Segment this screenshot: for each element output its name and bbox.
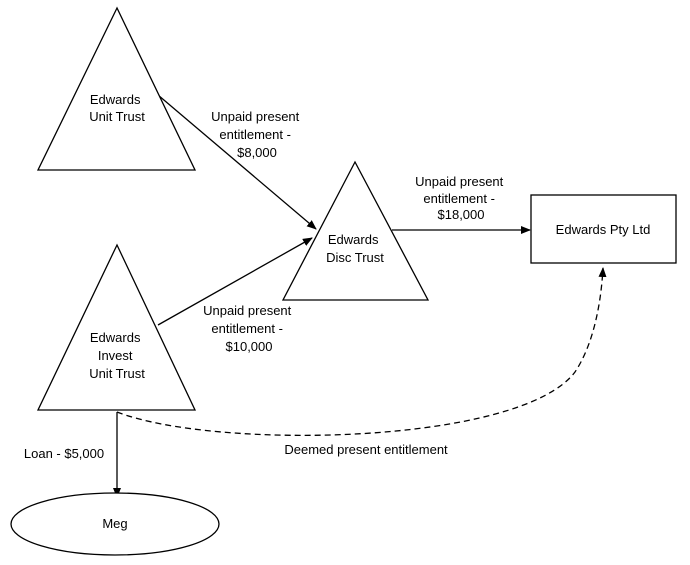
edge-unit-to-disc (157, 94, 317, 230)
edwards-unit-trust-node (36, 6, 197, 171)
edwards-disc-trust-label: Edwards Disc Trust (326, 232, 384, 265)
meg-label: Meg (102, 516, 127, 531)
edwards-unit-trust-label: Edwards Unit Trust (89, 92, 145, 124)
edge-label-disc-to-pty: Unpaid present entitlement - $18,000 (415, 174, 507, 222)
edwards-pty-ltd-label: Edwards Pty Ltd (556, 222, 651, 237)
meg-node (10, 492, 220, 556)
edge-label-unit-to-disc: Unpaid present entitlement - $8,000 (211, 109, 303, 160)
edge-invest-to-disc (157, 237, 313, 326)
edwards-disc-trust-node (281, 160, 430, 301)
edge-label-deemed-entitlement: Deemed present entitlement (284, 442, 448, 457)
edwards-invest-unit-trust-node (36, 243, 197, 411)
edwards-pty-ltd-node (530, 194, 677, 264)
edwards-invest-unit-trust-label: Edwards Invest Unit Trust (89, 330, 145, 381)
edge-label-invest-to-disc: Unpaid present entitlement - $10,000 (203, 303, 295, 354)
edge-label-invest-to-meg: Loan - $5,000 (24, 446, 104, 461)
edge-deemed-entitlement (116, 267, 607, 437)
